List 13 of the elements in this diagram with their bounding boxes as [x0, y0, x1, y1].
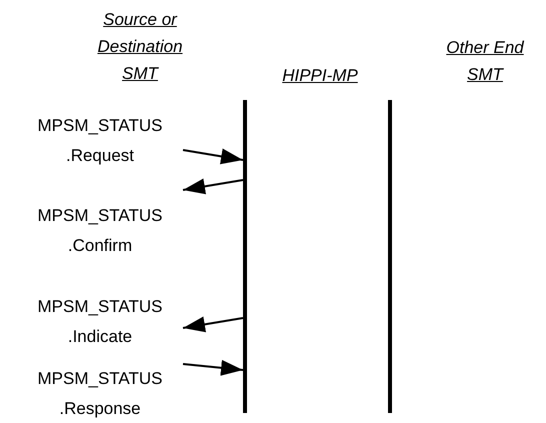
primitive-label: MPSM_STATUS .Request	[15, 97, 185, 171]
lifeline-bar	[388, 100, 392, 413]
lifeline-bar	[243, 100, 247, 413]
primitive-label: MPSM_STATUS .Indicate	[15, 278, 185, 352]
primitive-label: MPSM_STATUS .Response	[15, 350, 185, 423]
arrow	[182, 178, 244, 194]
arrow	[182, 316, 244, 332]
column-heading: HIPPI-MP	[281, 65, 359, 87]
column-heading: Other End SMT	[445, 37, 526, 86]
column-heading: Source or Destination SMT	[96, 9, 184, 85]
arrow	[182, 148, 244, 164]
arrow	[182, 360, 244, 376]
primitive-label: MPSM_STATUS .Confirm	[15, 187, 185, 261]
